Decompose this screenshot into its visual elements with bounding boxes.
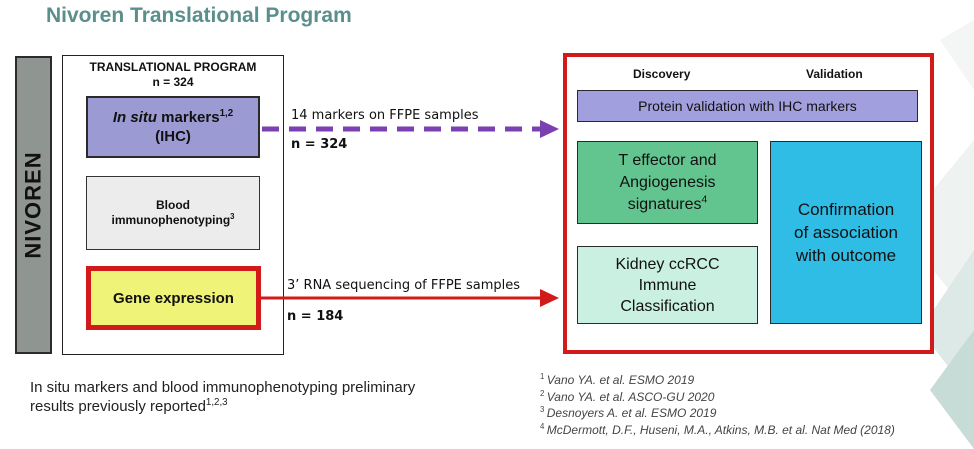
discovery-header: Discovery [633, 67, 691, 81]
t-effector-sup: 4 [701, 194, 708, 206]
bottom-arrow-n: n = 184 [287, 309, 344, 324]
kidney-line1: Kidney ccRCC [615, 255, 720, 273]
blood-line1: Blood [156, 198, 190, 212]
dashed-arrow-head [540, 120, 559, 138]
note-sup: 1,2,3 [205, 397, 228, 408]
in-situ-markers-box: In situ markers1,2 (IHC) [86, 96, 260, 158]
kidney-line2: Immune [638, 276, 697, 294]
protein-validation-box: Protein validation with IHC markers [577, 90, 918, 122]
reference-number: 4 [540, 421, 545, 431]
t-effector-box: T effector and Angiogenesis signatures4 [577, 141, 758, 224]
blood-line2: immunophenotyping [111, 213, 231, 227]
in-situ-ihc: (IHC) [155, 128, 191, 145]
preliminary-results-note: In situ markers and blood immunophenotyp… [30, 378, 415, 416]
bottom-arrow-label: 3’ RNA sequencing of FFPE samples [287, 278, 521, 293]
reference-item: 2 Vano YA. et al. ASCO-GU 2020 [540, 389, 895, 406]
reference-item: 3 Desnoyers A. et al. ESMO 2019 [540, 405, 895, 422]
top-arrow-n: n = 324 [291, 137, 348, 152]
in-situ-italic: In situ [112, 109, 158, 126]
reference-item: 1 Vano YA. et al. ESMO 2019 [540, 372, 895, 389]
reference-item: 4 McDermott, D.F., Huseni, M.A., Atkins,… [540, 422, 895, 439]
reference-number: 1 [540, 372, 545, 381]
confirmation-box: Confirmation of association with outcome [770, 141, 922, 324]
protein-validation-label: Protein validation with IHC markers [638, 98, 857, 114]
blood-sup: 3 [230, 212, 235, 221]
solid-arrow-head [540, 289, 559, 307]
reference-text: McDermott, D.F., Huseni, M.A., Atkins, M… [546, 422, 895, 437]
note-line1: In situ markers and blood immunophenotyp… [30, 379, 416, 396]
confirmation-line3: with outcome [795, 246, 897, 265]
reference-text: Desnoyers A. et al. ESMO 2019 [546, 406, 717, 420]
blood-immunophenotyping-box: Blood immunophenotyping3 [86, 176, 260, 250]
confirmation-line1: Confirmation [797, 200, 895, 219]
validation-header: Validation [806, 67, 863, 81]
gene-expression-label: Gene expression [113, 289, 234, 307]
reference-text: Vano YA. et al. ESMO 2019 [546, 373, 695, 387]
translational-program-n: n = 324 [152, 75, 194, 89]
confirmation-line2: of association [794, 223, 898, 242]
note-line2: results previously reported [30, 398, 206, 415]
top-arrow-label: 14 markers on FFPE samples [291, 108, 479, 123]
kidney-line3: Classification [620, 297, 715, 315]
in-situ-sup: 1,2 [219, 108, 234, 119]
reference-text: Vano YA. et al. ASCO-GU 2020 [546, 389, 715, 404]
translational-program-header: TRANSLATIONAL PROGRAM n = 324 [62, 60, 284, 90]
in-situ-text: markers [157, 109, 220, 126]
gene-expression-box: Gene expression [86, 266, 261, 330]
reference-number: 2 [540, 388, 545, 398]
page-title: Nivoren Translational Program [46, 4, 352, 27]
t-effector-line2: Angiogenesis [619, 173, 716, 191]
references-list: 1 Vano YA. et al. ESMO 2019 2 Vano YA. e… [540, 372, 895, 438]
kidney-ccrcc-box: Kidney ccRCC Immune Classification [577, 246, 758, 324]
reference-number: 3 [540, 405, 545, 414]
translational-program-title: TRANSLATIONAL PROGRAM [89, 60, 257, 74]
t-effector-line3: signatures [627, 195, 702, 213]
nivoren-side-label: NIVOREN [15, 56, 52, 354]
t-effector-line1: T effector and [618, 151, 717, 169]
